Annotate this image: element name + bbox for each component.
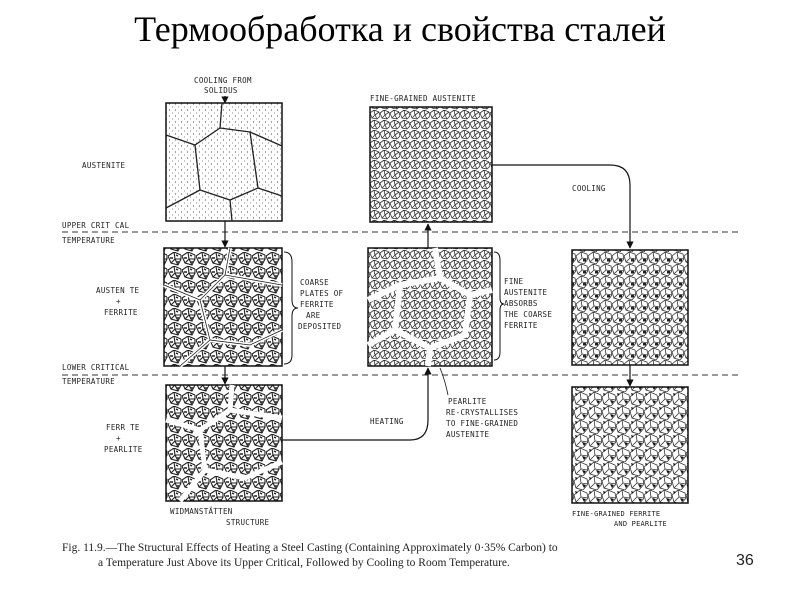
caption-line-2: a Temperature Just Above its Upper Criti… — [98, 557, 510, 569]
slide-title: Термообработка и свойства сталей — [134, 9, 666, 49]
label-fine-absorbs-2: AUSTENITE — [504, 288, 548, 297]
label-lower-critical-2: TEMPERATURE — [62, 377, 115, 386]
label-ferrite-pearlite-1: FERR TE — [106, 423, 140, 432]
label-cooling-from-solidus-1: COOLING FROM — [194, 76, 252, 85]
label-fine-absorbs-5: FERRITE — [504, 321, 538, 330]
label-austenite-ferrite-3: FERRITE — [104, 308, 138, 317]
label-coarse-plates-5: DEPOSITED — [298, 322, 342, 331]
label-coarse-plates-1: COARSE — [300, 278, 329, 287]
label-upper-critical-1: UPPER CRIT CAL — [62, 221, 130, 230]
label-upper-critical-2: TEMPERATURE — [62, 236, 115, 245]
label-ferrite-pearlite-3: PEARLITE — [104, 445, 143, 454]
label-coarse-plates-4: ARE — [306, 311, 321, 320]
label-fine-absorbs-4: THE COARSE — [504, 310, 552, 319]
label-pearlite-recryst-1: PEARLITE — [448, 397, 487, 406]
arrow-cooling — [492, 164, 634, 249]
label-cooling: COOLING — [572, 184, 606, 193]
label-widmanstatten-1: WIDMANSTÄTTEN — [170, 507, 233, 516]
panel-fine-mixed — [571, 249, 689, 366]
label-fine-ferrite-pearlite-1: FINE-GRAINED FERRITE — [572, 510, 660, 518]
label-austenite-ferrite-1: AUSTEN TE — [96, 286, 140, 295]
arrow-heating — [282, 367, 432, 441]
label-coarse-plates-2: PLATES OF — [300, 289, 344, 298]
label-pearlite-recryst-2: RE-CRYSTALLISES — [446, 408, 518, 417]
label-pearlite-recryst-4: AUSTENITE — [446, 430, 490, 439]
label-pearlite-recryst-3: TO FINE-GRAINED — [446, 419, 518, 428]
label-widmanstatten-2: STRUCTURE — [226, 518, 270, 527]
label-fine-absorbs-3: ABSORBS — [504, 299, 538, 308]
panel-austenite-ferrite-coarse — [163, 247, 283, 368]
caption-line-1: Fig. 11.9.—The Structural Effects of Hea… — [62, 542, 558, 554]
label-fine-grained-austenite: FINE-GRAINED AUSTENITE — [370, 94, 476, 103]
panel-fine-ferrite-pearlite — [571, 386, 689, 504]
label-austenite: AUSTENITE — [82, 161, 126, 170]
figure-caption: Fig. 11.9.—The Structural Effects of Hea… — [62, 541, 702, 571]
brace-fine-absorbs — [493, 251, 505, 361]
panel-austenite — [165, 102, 283, 222]
page-number: 36 — [736, 552, 754, 569]
label-lower-critical-1: LOWER CRITICAL — [62, 363, 130, 372]
label-cooling-from-solidus-2: SOLIDUS — [204, 86, 238, 95]
panel-fine-austenite-absorbs — [366, 247, 493, 367]
panel-fine-grained-austenite — [369, 106, 493, 223]
label-heating: HEATING — [370, 417, 404, 426]
label-austenite-ferrite-2: + — [116, 297, 121, 306]
label-ferrite-pearlite-2: + — [116, 434, 121, 443]
label-fine-absorbs-1: FINE — [504, 277, 523, 286]
brace-coarse — [283, 251, 299, 365]
label-fine-ferrite-pearlite-2: AND PEARLITE — [614, 520, 667, 528]
pointer-pearlite — [439, 367, 449, 396]
panel-ferrite-pearlite-widmanstatten — [165, 384, 283, 503]
label-coarse-plates-3: FERRITE — [300, 300, 334, 309]
